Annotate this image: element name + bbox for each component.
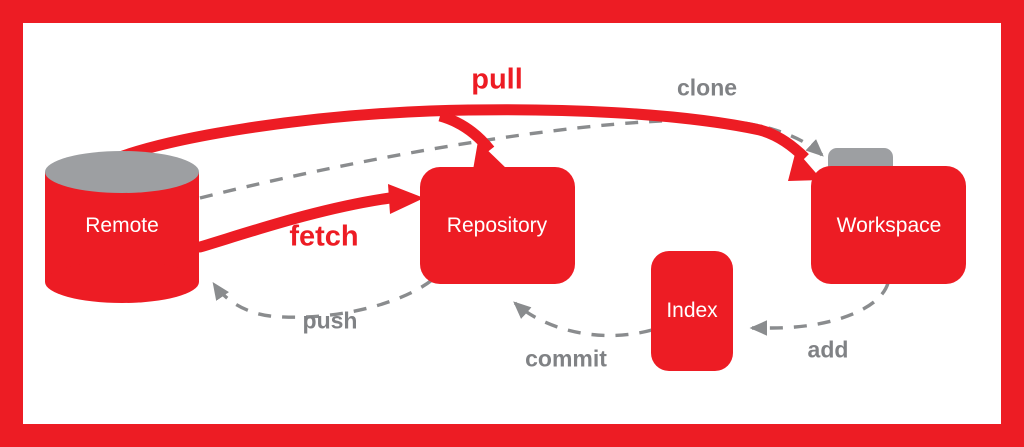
workspace-body (811, 166, 966, 284)
push-path (212, 278, 434, 319)
commit-path (513, 301, 653, 338)
fetch-path (194, 192, 396, 253)
pull-workspace-arrowhead (788, 150, 822, 181)
remote-bottom (45, 261, 199, 303)
repository-body (420, 167, 575, 284)
edge-push (212, 278, 434, 319)
node-repository[interactable] (420, 167, 575, 284)
edge-pull (106, 104, 822, 181)
edge-add (749, 282, 890, 336)
node-remote[interactable] (45, 151, 199, 303)
edge-fetch (194, 184, 424, 253)
pull-repository-arrowhead (473, 141, 508, 170)
pull-to-workspace (758, 124, 809, 162)
fetch-arrowhead (388, 184, 424, 214)
pull-branch-repository (438, 110, 495, 154)
remote-top-disc (45, 151, 199, 193)
add-path (749, 282, 890, 336)
edge-commit (513, 301, 653, 338)
index-body (651, 251, 733, 371)
edge-clone (199, 118, 824, 200)
clone-path (199, 118, 824, 200)
node-workspace[interactable] (811, 148, 966, 284)
pull-trunk (106, 104, 766, 166)
node-index[interactable] (651, 251, 733, 371)
